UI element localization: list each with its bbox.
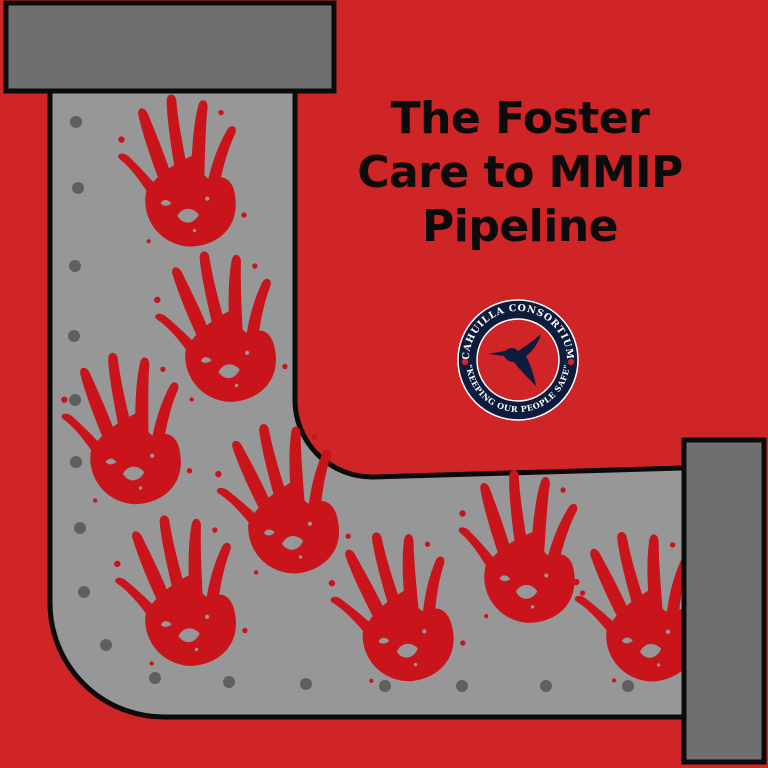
title-line: Pipeline [422, 201, 619, 252]
logo-ornament-left [461, 358, 469, 366]
right-pipe-flange [681, 437, 767, 765]
title-line: The Foster [390, 93, 650, 144]
hummingbird-icon [488, 334, 541, 386]
logo-ornament-right [567, 358, 575, 366]
poster-title: The Foster Care to MMIP Pipeline [300, 92, 740, 254]
pipe-rivets [68, 116, 634, 692]
title-line: Care to MMIP [357, 147, 683, 198]
consortium-logo: CAHUILLA CONSORTIUM "KEEPING OUR PEOPLE … [457, 299, 579, 421]
top-pipe-flange [3, 0, 337, 94]
